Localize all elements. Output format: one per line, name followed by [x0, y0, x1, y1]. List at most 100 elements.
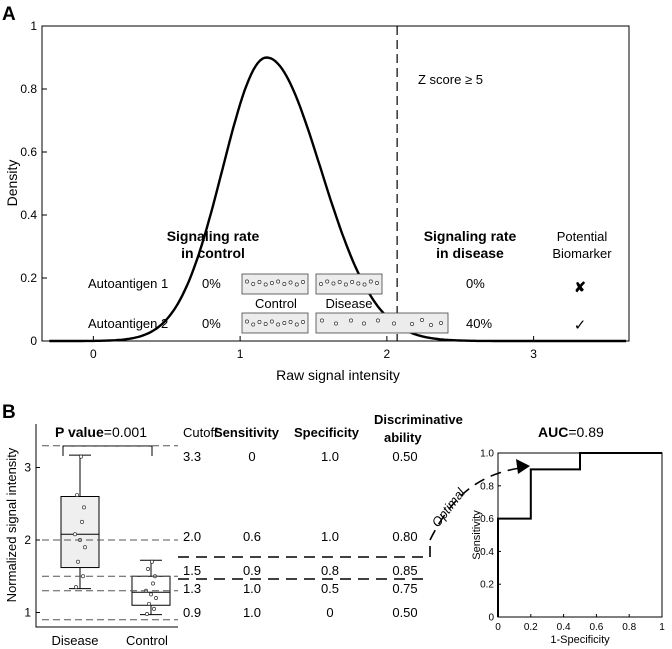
panel-a-ylabel: Density — [4, 160, 20, 207]
specificity-value: 1.0 — [321, 449, 339, 464]
roc-x-tick-label: 0.8 — [622, 622, 636, 633]
y-tick-label: 0.2 — [20, 271, 37, 285]
sample-dot — [429, 323, 433, 327]
sample-dot — [294, 282, 299, 287]
y-tick-label: 0.4 — [20, 208, 37, 222]
sample-dot — [245, 319, 249, 324]
disease-xlabel: Disease — [52, 633, 99, 648]
y-tick-label: 1 — [24, 606, 31, 620]
ability-value: 0.50 — [392, 605, 417, 620]
y-tick-label: 0.6 — [20, 145, 37, 159]
optimal-arrowhead-icon — [516, 459, 530, 474]
roc-y-tick-label: 0.2 — [480, 580, 494, 591]
autoantigen-1-control-box — [241, 273, 309, 295]
control-rate-header-line1: Signaling rate — [167, 228, 260, 244]
panel-b-ylabel: Normalized signal intensity — [4, 447, 19, 602]
specificity-value: 0.5 — [321, 581, 339, 596]
y-tick-label: 3 — [24, 461, 31, 475]
sample-dot — [288, 320, 293, 324]
zscore-label: Z score ≥ 5 — [418, 72, 483, 87]
cutoff-value: 2.0 — [183, 529, 201, 544]
roc-axes-frame — [497, 452, 663, 618]
check-mark-icon: ✓ — [574, 317, 587, 334]
sample-dot — [269, 281, 274, 285]
sample-dot — [288, 280, 293, 285]
significance-bracket — [62, 445, 153, 456]
data-point — [146, 567, 150, 571]
panel-a-y-ticks: 00.20.40.60.81 — [20, 19, 47, 348]
sample-dot — [343, 282, 348, 287]
optimal-arrow-curve — [429, 467, 521, 541]
y-tick-label: 0.8 — [20, 82, 37, 96]
cross-mark-icon: ✘ — [574, 279, 586, 295]
y-tick-label: 0 — [30, 334, 37, 348]
data-point — [82, 505, 86, 510]
roc-x-tick-label: 0 — [495, 622, 501, 633]
control-rate-header-line2: in control — [181, 245, 245, 261]
data-point — [149, 592, 153, 597]
y-tick-label: 2 — [24, 533, 31, 547]
autoantigen-1-disease-rate: 0% — [466, 276, 485, 291]
panel-b-axes — [35, 424, 178, 628]
sensitivity-value: 0 — [248, 449, 255, 464]
cutoff-header: Cutoff — [183, 425, 218, 440]
panel-b-letter: B — [2, 402, 16, 423]
autoantigen-2-disease-box — [315, 312, 449, 334]
sample-dot — [410, 322, 414, 326]
optimal-label: Optimal — [429, 484, 469, 529]
sample-dot — [356, 281, 361, 286]
autoantigen-2-disease-rate: 40% — [466, 316, 492, 331]
box-disease — [60, 496, 100, 569]
control-xlabel: Control — [126, 633, 168, 648]
roc-curve — [497, 452, 662, 617]
roc-y-tick-label: 0 — [488, 613, 494, 624]
sample-dot — [263, 282, 268, 287]
sample-dot — [349, 318, 353, 323]
sample-dot — [263, 322, 268, 326]
sample-dot — [294, 322, 299, 327]
sample-dot — [245, 279, 249, 284]
roc-xlabel: 1-Specificity — [550, 634, 610, 646]
data-point — [80, 519, 84, 524]
disease-rate-header-line1: Signaling rate — [424, 228, 517, 244]
sample-dot — [325, 279, 330, 284]
auc-number: =0.89 — [568, 424, 604, 440]
x-tick-label: 0 — [90, 347, 97, 361]
autoantigen-1-disease-box — [315, 273, 383, 295]
sample-dot — [392, 321, 396, 326]
sensitivity-value: 0.9 — [243, 563, 261, 578]
roc-x-tick-label: 0.2 — [524, 622, 538, 633]
sample-dot — [276, 279, 281, 284]
sample-dot — [301, 280, 305, 284]
specificity-value: 0 — [326, 605, 333, 620]
specificity-value: 0.8 — [321, 563, 339, 578]
autoantigen-1-control-rate: 0% — [202, 276, 221, 291]
sample-dot — [439, 321, 443, 325]
discriminative-header-line1: Discriminative — [374, 412, 463, 427]
sensitivity-header: Sensitivity — [214, 425, 280, 440]
x-tick-label: 1 — [237, 347, 244, 361]
p-value-label: P value — [55, 424, 104, 440]
ability-value: 0.80 — [392, 529, 417, 544]
ability-value: 0.50 — [392, 449, 417, 464]
sample-dot — [350, 280, 355, 284]
data-point — [150, 559, 154, 564]
data-point — [73, 532, 77, 537]
roc-y-tick-label: 0.8 — [480, 481, 494, 492]
ability-value: 0.75 — [392, 581, 417, 596]
sample-dot — [257, 280, 262, 284]
panel-b: B 1 2 3 Normalized signal intensity Diseas… — [2, 402, 665, 648]
sample-dot — [282, 282, 287, 286]
autoantigen-2-control-box — [241, 312, 309, 334]
roc-x-tick-label: 0.4 — [557, 622, 571, 633]
data-point — [147, 601, 151, 606]
sample-dot — [269, 319, 274, 324]
sample-dot — [319, 282, 323, 286]
panel-a-sample-dots — [245, 279, 443, 327]
cutoff-value: 0.9 — [183, 605, 201, 620]
x-tick-label: 2 — [384, 347, 391, 361]
roc-ylabel: Sensitivity — [471, 510, 483, 560]
